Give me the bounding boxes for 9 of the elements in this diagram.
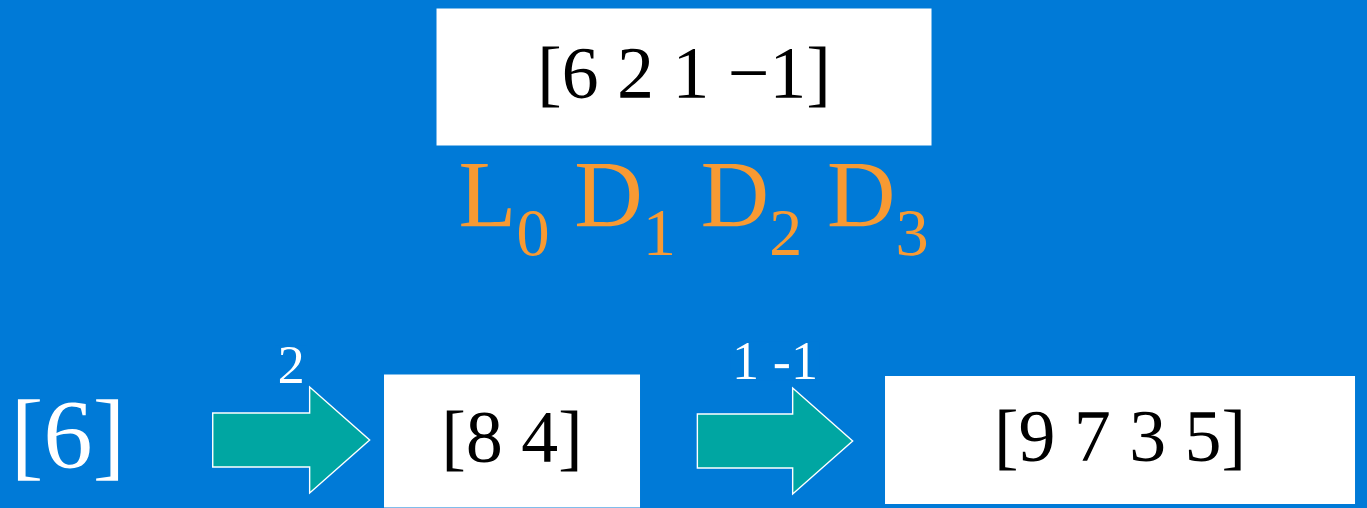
block-arrow — [696, 386, 854, 496]
matrix-box: [8 4] — [384, 374, 640, 508]
edge-label: 1 -1 — [730, 341, 820, 381]
matrix-box: [9 7 3 5] — [885, 376, 1355, 504]
segment-labels: L$_{0}$ D$_{1}$ D$_{2}$ D$_{3}$ — [461, 164, 927, 256]
matrix-box: [6 2 1 −1] — [436, 8, 932, 146]
block-arrow — [212, 385, 371, 495]
edge-label: 2 — [275, 345, 307, 385]
matrix-text: [6] — [17, 399, 119, 481]
